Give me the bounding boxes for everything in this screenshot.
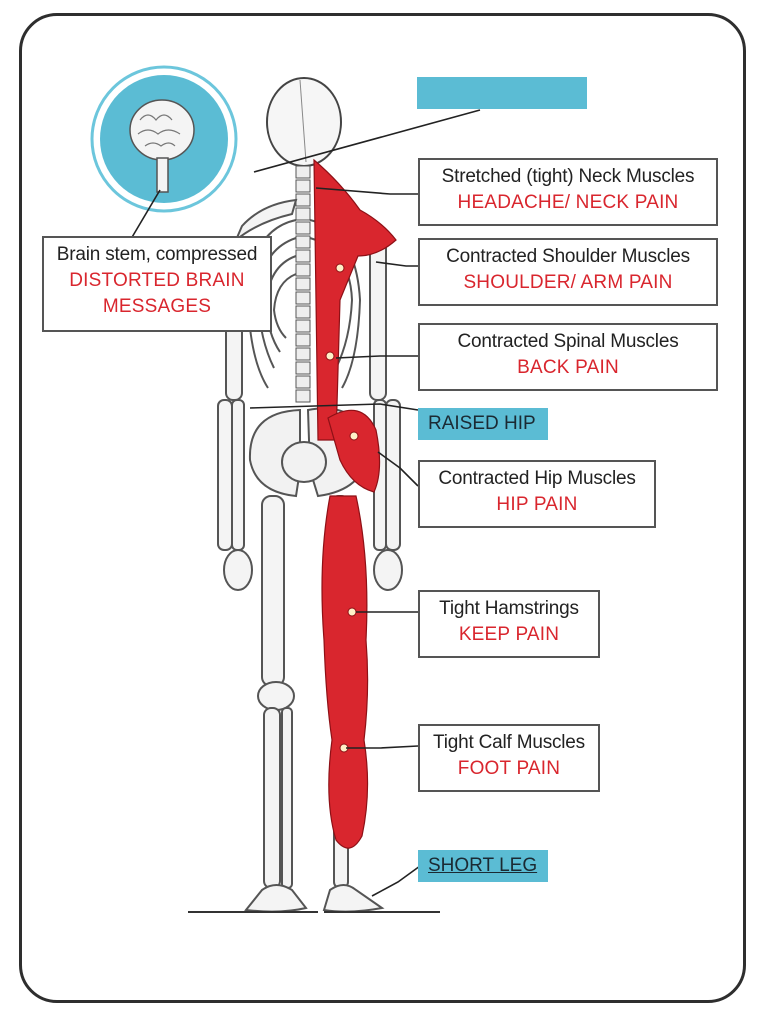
leader-lines <box>127 109 481 897</box>
label-shoulder-title: Contracted Shoulder Muscles <box>446 246 690 267</box>
brain-icon <box>90 65 238 213</box>
label-spinal: Contracted Spinal Muscles BACK PAIN <box>418 323 718 391</box>
spine <box>295 165 311 403</box>
label-neck-title: Stretched (tight) Neck Muscles <box>441 166 695 187</box>
label-spinal-title: Contracted Spinal Muscles <box>457 331 679 352</box>
label-neck-pain: HEADACHE/ NECK PAIN <box>457 192 679 213</box>
label-brain-stem: Brain stem, compressed DISTORTED BRAIN M… <box>42 236 272 332</box>
label-calf: Tight Calf Muscles FOOT PAIN <box>418 724 600 792</box>
label-brain-stem-title: Brain stem, compressed <box>56 244 258 265</box>
label-hamstrings-title: Tight Hamstrings <box>439 598 579 619</box>
hamstring-calf-muscle <box>321 495 369 849</box>
label-spinal-pain: BACK PAIN <box>517 357 619 378</box>
label-shoulder: Contracted Shoulder Muscles SHOULDER/ AR… <box>418 238 718 306</box>
neck-spinal-muscle <box>313 158 397 441</box>
label-hip-title: Contracted Hip Muscles <box>438 468 636 489</box>
label-neck: Stretched (tight) Neck Muscles HEADACHE/… <box>418 158 718 226</box>
muscles <box>313 158 397 849</box>
top-blank-tag <box>417 77 587 109</box>
marker-dots <box>325 263 359 753</box>
left-leg <box>244 495 308 913</box>
label-hip: Contracted Hip Muscles HIP PAIN <box>418 460 656 528</box>
label-hip-pain: HIP PAIN <box>496 494 578 515</box>
label-hamstrings: Tight Hamstrings KEEP PAIN <box>418 590 600 658</box>
label-brain-stem-pain-2: MESSAGES <box>102 296 212 317</box>
hip-muscle <box>327 409 381 493</box>
tag-short-leg: SHORT LEG <box>418 850 548 882</box>
label-shoulder-pain: SHOULDER/ ARM PAIN <box>463 272 673 293</box>
label-calf-pain: FOOT PAIN <box>457 758 561 779</box>
label-hamstrings-pain: KEEP PAIN <box>458 624 560 645</box>
tag-raised-hip: RAISED HIP <box>418 408 548 440</box>
skull <box>266 77 342 167</box>
label-calf-title: Tight Calf Muscles <box>433 732 585 753</box>
label-brain-stem-pain-1: DISTORTED BRAIN <box>69 270 245 291</box>
